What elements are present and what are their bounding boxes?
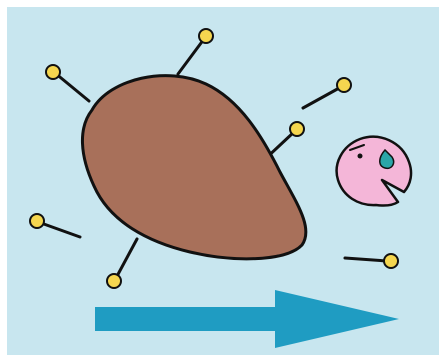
pacman-eye — [358, 154, 363, 159]
